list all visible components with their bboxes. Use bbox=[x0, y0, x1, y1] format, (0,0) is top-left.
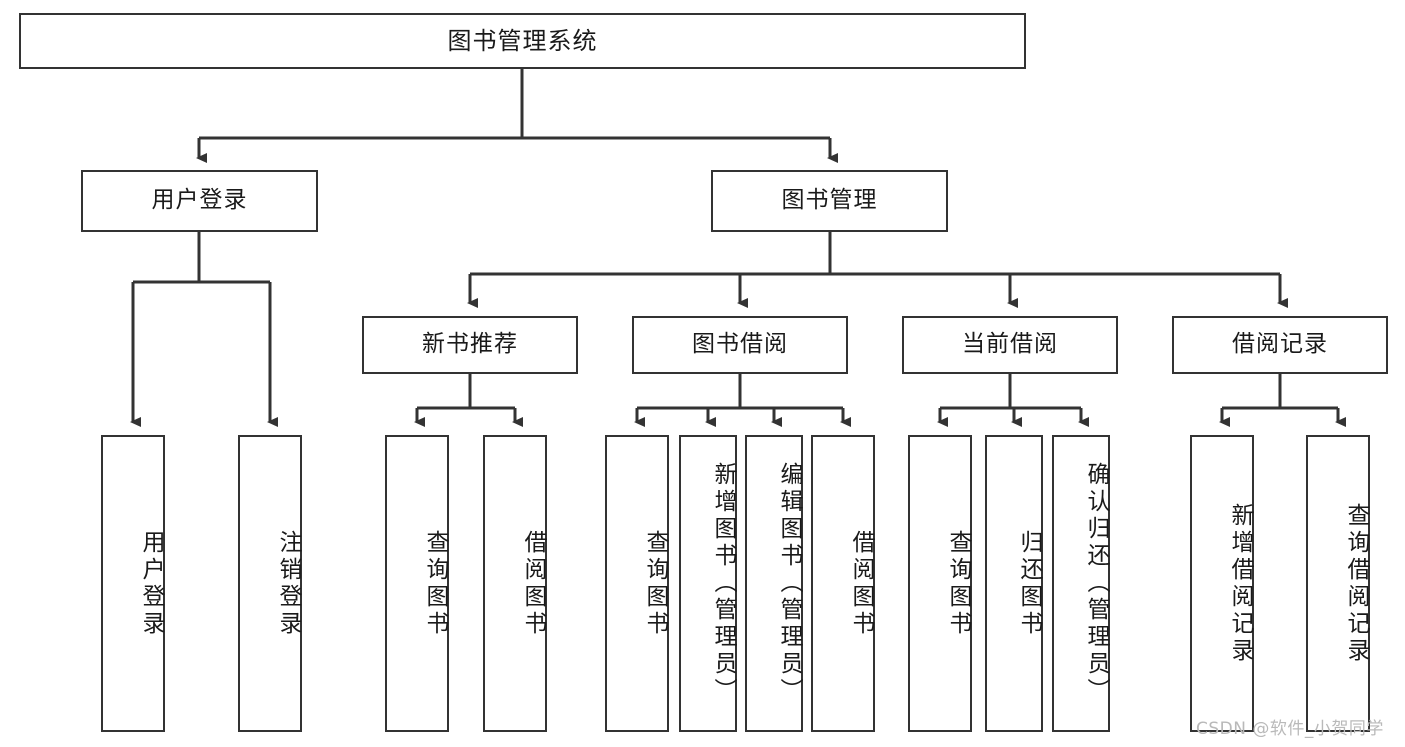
node-leaf-add-book-label: 新增图书（管理员） bbox=[710, 462, 736, 705]
node-book-manage[interactable]: 图书管理 bbox=[711, 170, 948, 232]
node-leaf-query-record-label: 查询借阅记录 bbox=[1343, 502, 1369, 665]
node-leaf-query-book-1[interactable]: 查询图书 bbox=[385, 435, 449, 732]
node-leaf-query-book-2-label: 查询图书 bbox=[642, 529, 668, 638]
node-book-borrow-label: 图书借阅 bbox=[692, 331, 788, 358]
node-leaf-logout[interactable]: 注销登录 bbox=[238, 435, 302, 732]
node-leaf-query-book-3-label: 查询图书 bbox=[945, 529, 971, 638]
node-leaf-query-book-2[interactable]: 查询图书 bbox=[605, 435, 669, 732]
node-leaf-confirm-return[interactable]: 确认归还（管理员） bbox=[1052, 435, 1110, 732]
node-user-login-label: 用户登录 bbox=[151, 187, 248, 214]
node-book-borrow[interactable]: 图书借阅 bbox=[632, 316, 848, 374]
node-leaf-add-book[interactable]: 新增图书（管理员） bbox=[679, 435, 737, 732]
node-new-book-recommend-label: 新书推荐 bbox=[422, 331, 518, 358]
node-leaf-borrow-book-2-label: 借阅图书 bbox=[848, 529, 874, 638]
node-borrow-record-label: 借阅记录 bbox=[1232, 331, 1328, 358]
node-borrow-record[interactable]: 借阅记录 bbox=[1172, 316, 1388, 374]
node-current-borrow-label: 当前借阅 bbox=[962, 331, 1058, 358]
node-leaf-add-record[interactable]: 新增借阅记录 bbox=[1190, 435, 1254, 732]
node-root[interactable]: 图书管理系统 bbox=[19, 13, 1026, 69]
node-user-login[interactable]: 用户登录 bbox=[81, 170, 318, 232]
node-leaf-borrow-book-1-label: 借阅图书 bbox=[520, 529, 546, 638]
node-leaf-confirm-return-label: 确认归还（管理员） bbox=[1083, 462, 1109, 705]
node-root-label: 图书管理系统 bbox=[447, 26, 598, 55]
node-leaf-edit-book[interactable]: 编辑图书（管理员） bbox=[745, 435, 803, 732]
node-leaf-query-book-1-label: 查询图书 bbox=[422, 529, 448, 638]
node-leaf-return-book-label: 归还图书 bbox=[1016, 529, 1042, 638]
node-current-borrow[interactable]: 当前借阅 bbox=[902, 316, 1118, 374]
node-book-manage-label: 图书管理 bbox=[781, 187, 878, 214]
node-leaf-return-book[interactable]: 归还图书 bbox=[985, 435, 1043, 732]
node-new-book-recommend[interactable]: 新书推荐 bbox=[362, 316, 578, 374]
node-leaf-user-login-label: 用户登录 bbox=[138, 529, 164, 638]
node-leaf-edit-book-label: 编辑图书（管理员） bbox=[776, 462, 802, 705]
node-leaf-user-login[interactable]: 用户登录 bbox=[101, 435, 165, 732]
node-leaf-query-record[interactable]: 查询借阅记录 bbox=[1306, 435, 1370, 732]
node-leaf-query-book-3[interactable]: 查询图书 bbox=[908, 435, 972, 732]
node-leaf-borrow-book-2[interactable]: 借阅图书 bbox=[811, 435, 875, 732]
node-leaf-add-record-label: 新增借阅记录 bbox=[1227, 502, 1253, 665]
node-leaf-logout-label: 注销登录 bbox=[275, 529, 301, 638]
node-leaf-borrow-book-1[interactable]: 借阅图书 bbox=[483, 435, 547, 732]
